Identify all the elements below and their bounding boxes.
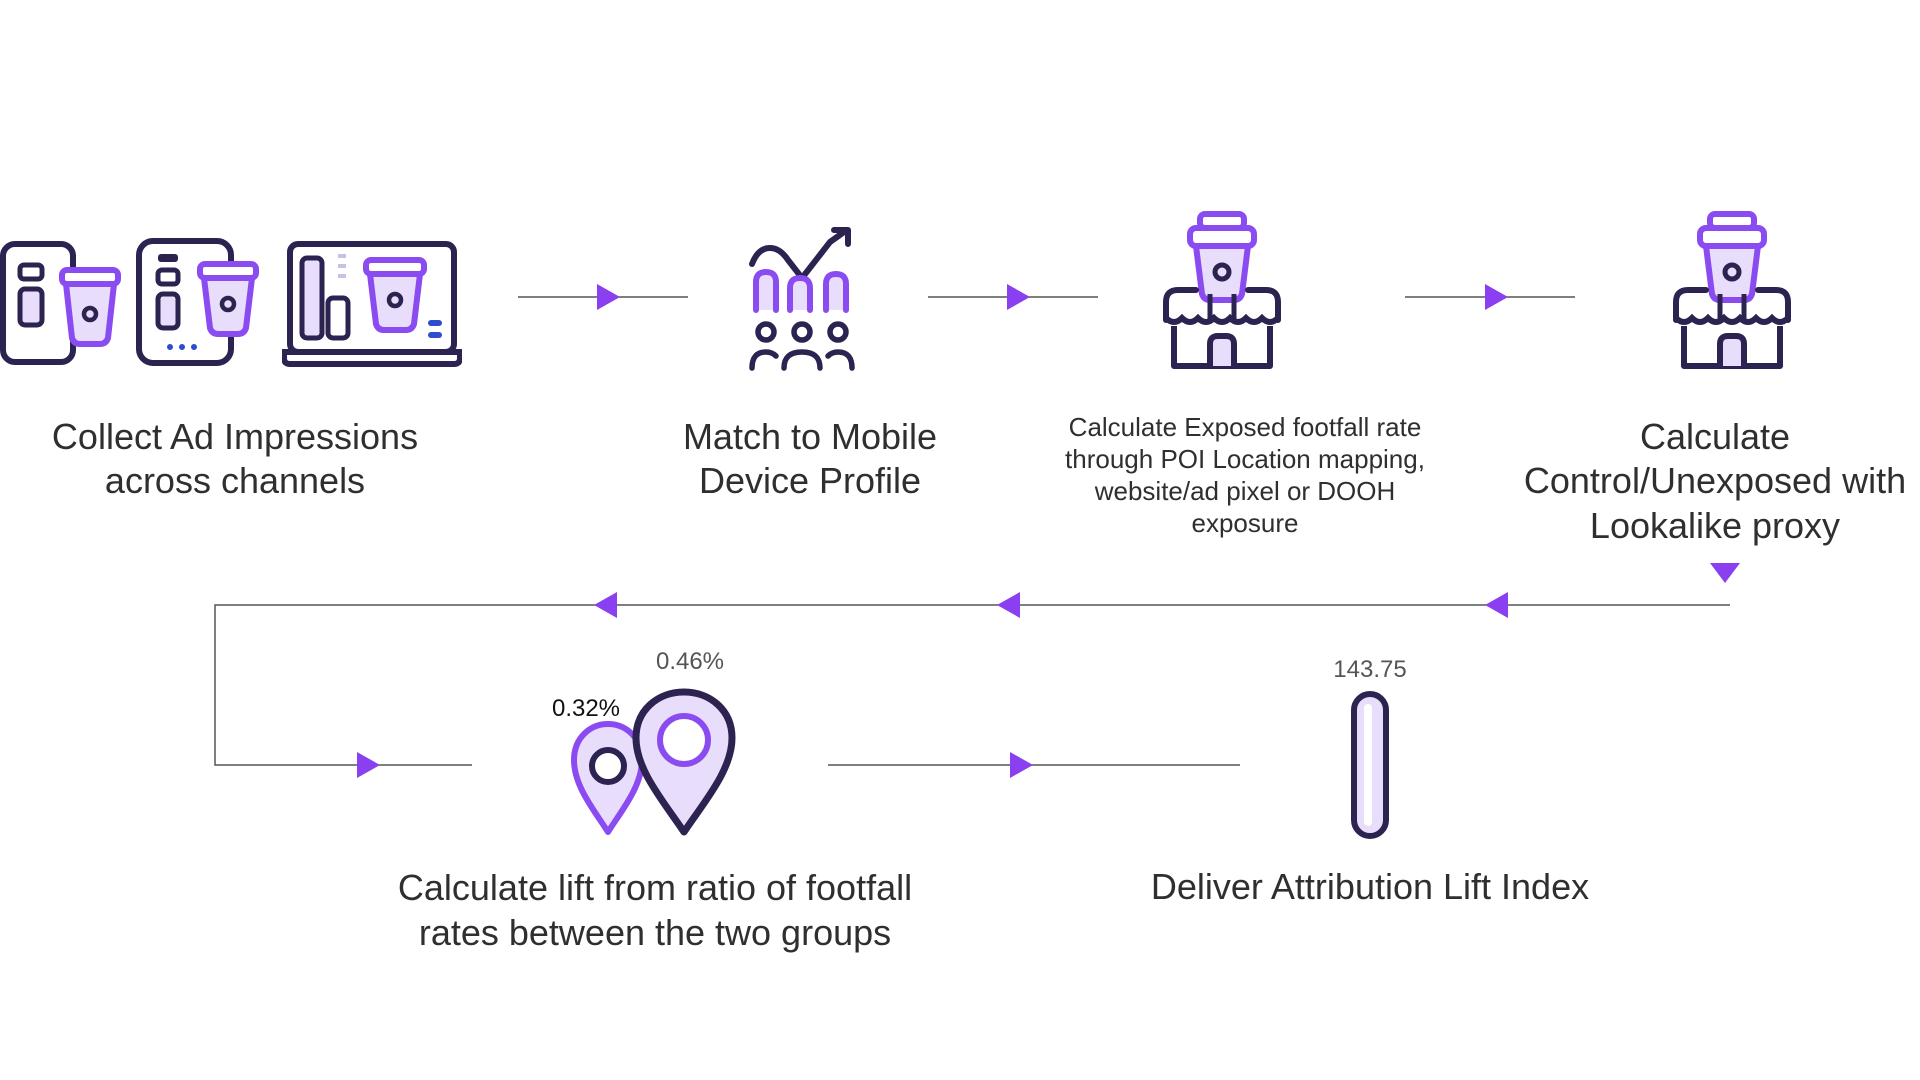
arrowhead-left bbox=[997, 592, 1020, 618]
control-rate-value: 0.32% bbox=[551, 695, 621, 722]
coffee-shop-icon bbox=[1163, 211, 1281, 369]
map-pins-icon bbox=[571, 688, 736, 836]
index-bar-icon bbox=[1351, 691, 1389, 839]
lift-index-value: 143.75 bbox=[1333, 656, 1407, 683]
arrowhead-right bbox=[1010, 752, 1033, 778]
exposed-rate-value: 0.46% bbox=[655, 648, 725, 675]
step-collect-label: Collect Ad Impressions across channels bbox=[51, 416, 419, 502]
coffee-shop-icon bbox=[1673, 211, 1791, 369]
tablet-coffee-icon bbox=[136, 238, 259, 366]
arrowhead-right bbox=[357, 752, 380, 778]
laptop-coffee-icon bbox=[282, 241, 462, 367]
arrowhead-right bbox=[597, 284, 620, 310]
step-deliver-label: Deliver Attribution Lift Index bbox=[1150, 866, 1590, 907]
phone-coffee-icon bbox=[0, 241, 121, 365]
arrowhead-left bbox=[594, 592, 617, 618]
arrowhead-down bbox=[1710, 563, 1740, 583]
arrowhead-left bbox=[1485, 592, 1508, 618]
step-control-label: Calculate Control/Unexposed with Lookali… bbox=[1523, 416, 1907, 546]
connector-line bbox=[214, 604, 1730, 766]
arrowhead-right bbox=[1485, 284, 1508, 310]
step-exposed-label: Calculate Exposed footfall rate through … bbox=[1065, 412, 1425, 538]
arrowhead-right bbox=[1007, 284, 1030, 310]
step-match-label: Match to Mobile Device Profile bbox=[682, 416, 938, 502]
audience-trend-icon bbox=[749, 227, 855, 371]
step-lift-label: Calculate lift from ratio of footfall ra… bbox=[397, 867, 913, 953]
